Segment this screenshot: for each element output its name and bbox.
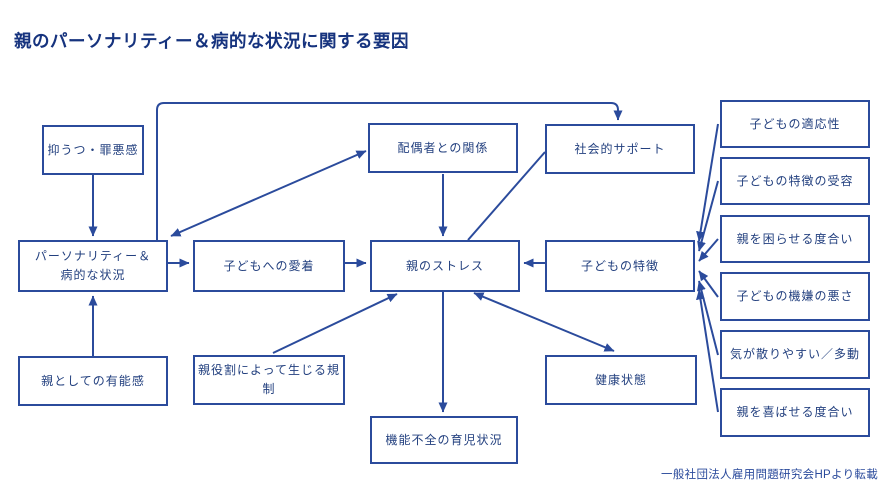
source-credit: 一般社団法人雇用問題研究会HPより転載 [661, 469, 878, 481]
node-parental-competence: 親としての有能感 [18, 356, 168, 406]
edge-personality-to-spouse-relationship [170, 150, 367, 237]
node-adaptability: 子どもの適応性 [720, 100, 870, 148]
node-troubling-degree: 親を困らせる度合い [720, 215, 870, 263]
node-parent-stress: 親のストレス [370, 240, 520, 292]
node-health: 健康状態 [545, 355, 697, 405]
edge-parent-stress-to-health [473, 292, 615, 352]
edge-adaptability-to-child-traits [696, 123, 719, 242]
edge-pleasing-degree-to-child-traits [696, 289, 719, 413]
node-child-traits: 子どもの特徴 [545, 240, 695, 292]
node-personality: パーソナリティー＆ 病的な状況 [18, 240, 168, 292]
page-title: 親のパーソナリティー＆病的な状況に関する要因 [14, 31, 409, 51]
node-role-restriction: 親役割によって生じる規制 [193, 355, 345, 405]
edge-trait-acceptance-to-child-traits [697, 180, 719, 252]
edge-role-restriction-to-parent-stress [272, 293, 398, 354]
node-spouse-relationship: 配偶者との関係 [368, 123, 518, 173]
node-dysfunction: 機能不全の育児状況 [370, 416, 518, 464]
node-moodiness: 子どもの機嫌の悪さ [720, 272, 870, 321]
edge-personality-to-social-support [156, 102, 623, 240]
node-attachment: 子どもへの愛着 [193, 240, 345, 292]
node-depression-guilt: 抑うつ・罪悪感 [42, 125, 144, 175]
edge-troubling-degree-to-child-traits [698, 238, 719, 262]
node-social-support: 社会的サポート [545, 124, 695, 174]
node-pleasing-degree: 親を喜ばせる度合い [720, 388, 870, 437]
edge-moodiness-to-child-traits [698, 270, 719, 298]
node-distractibility: 気が散りやすい／多動 [720, 330, 870, 379]
node-trait-acceptance: 子どもの特徴の受容 [720, 157, 870, 205]
edge-parent-stress-to-social-support [467, 151, 546, 241]
